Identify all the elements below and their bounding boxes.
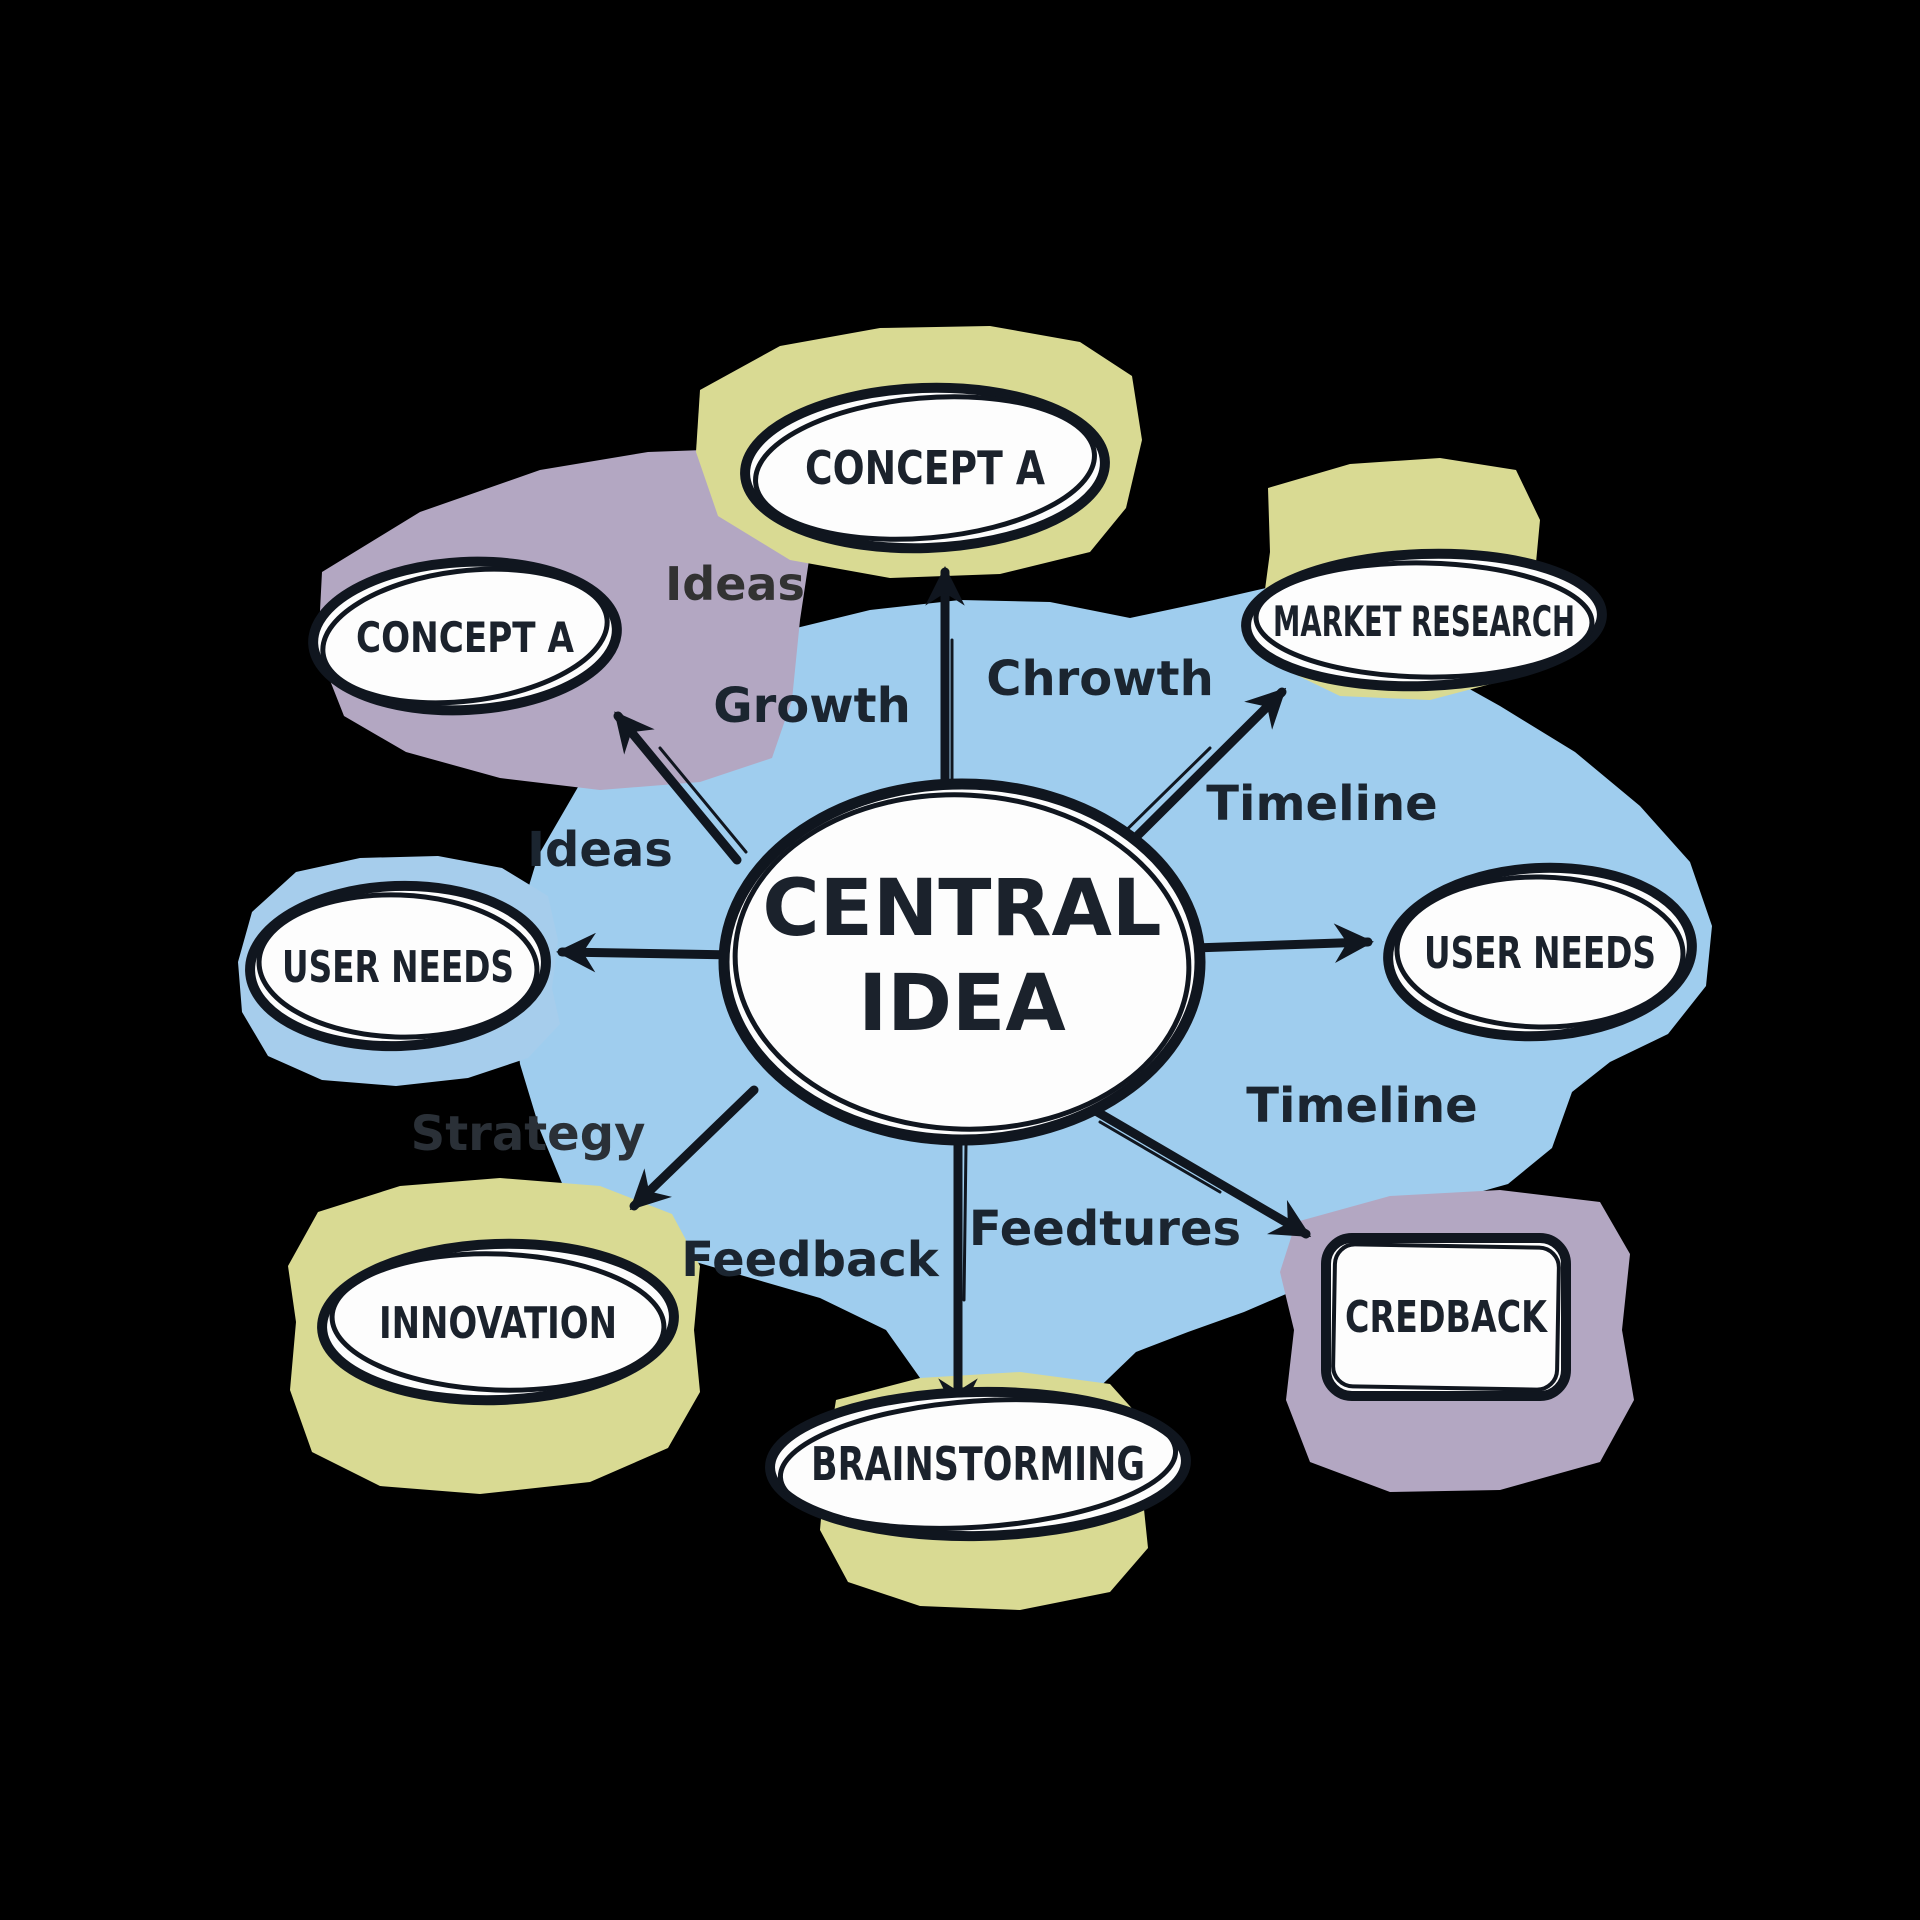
market-research-ellipse	[1241, 548, 1607, 692]
user-needs-left-ellipse	[245, 880, 551, 1052]
node-user-needs-right: USER NEEDS	[1383, 862, 1697, 1042]
credback-rect-sketch	[1331, 1242, 1561, 1392]
edge-label-feedtures: Feedtures	[969, 1201, 1241, 1257]
market-research-ellipse-sketch	[1253, 560, 1595, 680]
innovation-ellipse-sketch	[329, 1251, 667, 1393]
edge-label-growth: Growth	[713, 678, 911, 734]
edge-label-timeline-lower: Timeline	[1246, 1078, 1477, 1134]
user-needs-left-label: USER NEEDS	[282, 942, 514, 993]
node-credback: CREDBACK	[1321, 1233, 1571, 1401]
edge-labels: Ideas Growth Chrowth Timeline Ideas Stra…	[411, 557, 1478, 1288]
central-ellipse	[718, 778, 1206, 1146]
innovation-label: INNOVATION	[379, 1298, 617, 1349]
edge-label-ideas-left: Ideas	[527, 822, 673, 878]
node-innovation: INNOVATION	[317, 1238, 679, 1406]
credback-rect	[1321, 1233, 1571, 1401]
concept-a-top-ellipse-sketch	[753, 394, 1097, 542]
edge-label-feedback: Feedback	[681, 1232, 940, 1288]
brainstorming-label: BRAINSTORMING	[811, 1437, 1145, 1491]
concept-a-left-label: CONCEPT A	[356, 613, 574, 662]
concept-a-left-ellipse-sketch	[320, 566, 610, 706]
brainstorming-ellipse-sketch	[777, 1397, 1179, 1531]
credback-label: CREDBACK	[1345, 1292, 1548, 1343]
node-user-needs-left: USER NEEDS	[245, 880, 551, 1052]
arrows	[556, 566, 1374, 1418]
brainstorming-ellipse	[765, 1386, 1191, 1542]
concept-a-top-label: CONCEPT A	[805, 441, 1045, 495]
node-concept-a-top: CONCEPT A	[740, 382, 1110, 554]
market-research-label: MARKET RESEARCH	[1273, 597, 1575, 646]
arrow-to-brainstorming-sketch	[962, 1143, 968, 1302]
arrow-to-user-needs-right	[1189, 923, 1374, 963]
node-central-idea: CENTRAL IDEA	[718, 778, 1206, 1146]
user-needs-right-ellipse	[1383, 862, 1697, 1042]
arrow-to-concept-a-left-sketch	[658, 746, 748, 854]
concept-a-top-ellipse	[740, 382, 1110, 554]
arrow-to-user-needs-left	[556, 932, 741, 973]
central-idea-line1: CENTRAL	[762, 864, 1161, 954]
arrow-to-credback	[1089, 1105, 1312, 1239]
arrow-to-concept-a-left	[613, 711, 742, 865]
arrow-to-credback-sketch	[1098, 1120, 1222, 1194]
node-market-research: MARKET RESEARCH	[1241, 548, 1607, 692]
user-needs-right-ellipse-sketch	[1394, 874, 1686, 1030]
node-brainstorming: BRAINSTORMING	[765, 1386, 1191, 1542]
central-ellipse-sketch	[732, 792, 1192, 1132]
central-idea-line2: IDEA	[858, 959, 1065, 1049]
edge-label-chrowth: Chrowth	[986, 651, 1214, 707]
innovation-ellipse	[317, 1238, 679, 1406]
user-needs-right-label: USER NEEDS	[1424, 928, 1656, 979]
edge-label-strategy: Strategy	[411, 1106, 646, 1162]
node-concept-a-left: CONCEPT A	[308, 556, 622, 716]
edge-label-timeline-upper: Timeline	[1206, 776, 1437, 832]
arrow-to-innovation	[629, 1085, 759, 1211]
edge-label-ideas-top: Ideas	[665, 557, 805, 611]
user-needs-left-ellipse-sketch	[256, 892, 540, 1040]
concept-a-left-ellipse	[308, 556, 622, 716]
